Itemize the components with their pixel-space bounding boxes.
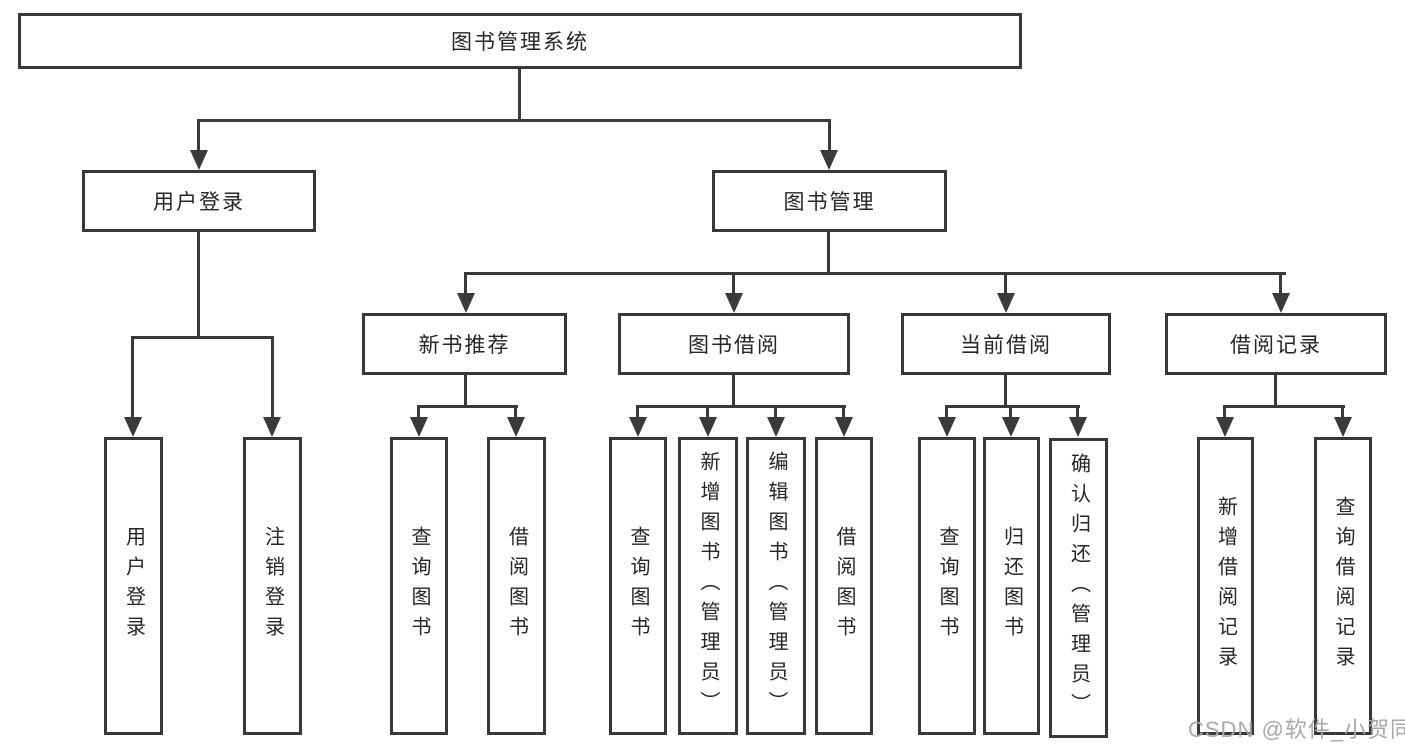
connector-line (464, 272, 467, 295)
node-new-book-recommend: 新书推荐 (362, 313, 567, 375)
connector-line (1223, 405, 1226, 419)
leaf-add-book-admin: 新增图书（管理员） (678, 437, 738, 735)
leaf-query-books-current: 查询图书 (918, 437, 976, 735)
node-new-book-recommend-label: 新书推荐 (418, 334, 511, 357)
connector-line (197, 232, 200, 339)
connector-line (131, 336, 134, 419)
arrowhead-icon (124, 417, 142, 437)
leaf-confirm-return-admin: 确认归还（管理员） (1049, 438, 1108, 738)
leaf-logout-label: 注销登录 (261, 526, 284, 646)
arrowhead-icon (820, 150, 838, 170)
arrowhead-icon (507, 417, 525, 437)
connector-line (732, 375, 735, 408)
arrowhead-icon (1002, 417, 1020, 437)
leaf-confirm-return-admin-label: 确认归还（管理员） (1067, 453, 1090, 723)
connector-line (518, 68, 521, 122)
arrowhead-icon (1272, 293, 1290, 313)
node-user-login: 用户登录 (82, 170, 316, 232)
node-root: 图书管理系统 (18, 13, 1022, 69)
leaf-borrow-books-borrow-label: 借阅图书 (833, 526, 855, 646)
node-current-borrow-label: 当前借阅 (960, 334, 1052, 357)
arrowhead-icon (190, 150, 208, 170)
leaf-return-books-label: 归还图书 (1000, 526, 1023, 646)
leaf-query-books-recommend-label: 查询图书 (408, 526, 430, 646)
node-borrow-records-label: 借阅记录 (1230, 334, 1322, 357)
node-user-login-label: 用户登录 (153, 191, 245, 214)
leaf-edit-book-admin: 编辑图书（管理员） (746, 437, 806, 735)
leaf-query-books-recommend: 查询图书 (390, 437, 448, 735)
connector-line (1341, 405, 1344, 419)
arrowhead-icon (1216, 417, 1234, 437)
node-book-borrow: 图书借阅 (618, 313, 850, 375)
connector-line (1004, 272, 1007, 295)
connector-line (1076, 405, 1079, 419)
arrowhead-icon (457, 293, 475, 313)
leaf-user-login: 用户登录 (104, 437, 163, 735)
connector-line (1009, 405, 1012, 419)
connector-line (1279, 272, 1282, 295)
node-root-label: 图书管理系统 (451, 31, 589, 54)
arrowhead-icon (835, 417, 853, 437)
arrowhead-icon (629, 417, 647, 437)
connector-line (732, 272, 735, 295)
connector-line (945, 405, 948, 419)
node-book-management: 图书管理 (712, 170, 947, 232)
arrowhead-icon (938, 417, 956, 437)
leaf-query-books-borrow-label: 查询图书 (627, 526, 649, 646)
connector-line (946, 405, 1080, 408)
connector-line (131, 336, 274, 339)
arrowhead-icon (997, 293, 1015, 313)
connector-line (842, 405, 845, 419)
connector-line (417, 405, 420, 419)
connector-line (1004, 375, 1007, 408)
leaf-borrow-books-recommend-label: 借阅图书 (505, 526, 528, 646)
connector-line (464, 375, 467, 408)
connector-line (197, 119, 831, 122)
arrowhead-icon (1334, 417, 1352, 437)
leaf-add-borrow-record: 新增借阅记录 (1197, 437, 1254, 735)
arrowhead-icon (725, 293, 743, 313)
watermark: CSDN @软件_小贺同学 (1188, 717, 1405, 742)
connector-line (636, 405, 639, 419)
node-book-management-label: 图书管理 (783, 191, 876, 214)
leaf-return-books: 归还图书 (983, 437, 1040, 735)
leaf-logout: 注销登录 (243, 437, 302, 735)
leaf-add-book-admin-label: 新增图书（管理员） (697, 451, 719, 721)
arrowhead-icon (410, 417, 428, 437)
connector-line (637, 405, 846, 408)
connector-line (828, 119, 831, 152)
connector-line (464, 272, 1286, 275)
connector-line (706, 405, 709, 419)
arrowhead-icon (263, 417, 281, 437)
connector-line (1274, 375, 1277, 408)
leaf-borrow-books-recommend: 借阅图书 (487, 437, 546, 735)
connector-line (774, 405, 777, 419)
leaf-query-books-borrow: 查询图书 (609, 437, 667, 735)
connector-line (1224, 405, 1345, 408)
leaf-query-borrow-record: 查询借阅记录 (1314, 437, 1372, 735)
connector-line (418, 405, 518, 408)
connector-line (197, 119, 200, 152)
connector-line (827, 232, 830, 275)
leaf-edit-book-admin-label: 编辑图书（管理员） (765, 451, 787, 721)
leaf-borrow-books-borrow: 借阅图书 (815, 437, 873, 735)
leaf-query-borrow-record-label: 查询借阅记录 (1332, 496, 1354, 676)
arrowhead-icon (767, 417, 785, 437)
connector-line (514, 405, 517, 419)
node-book-borrow-label: 图书借阅 (688, 334, 780, 357)
node-borrow-records: 借阅记录 (1165, 313, 1387, 375)
arrowhead-icon (699, 417, 717, 437)
connector-line (271, 336, 274, 419)
leaf-user-login-label: 用户登录 (122, 526, 145, 646)
leaf-query-books-current-label: 查询图书 (936, 526, 958, 646)
arrowhead-icon (1069, 417, 1087, 437)
node-current-borrow: 当前借阅 (901, 313, 1111, 375)
leaf-add-borrow-record-label: 新增借阅记录 (1214, 496, 1237, 676)
